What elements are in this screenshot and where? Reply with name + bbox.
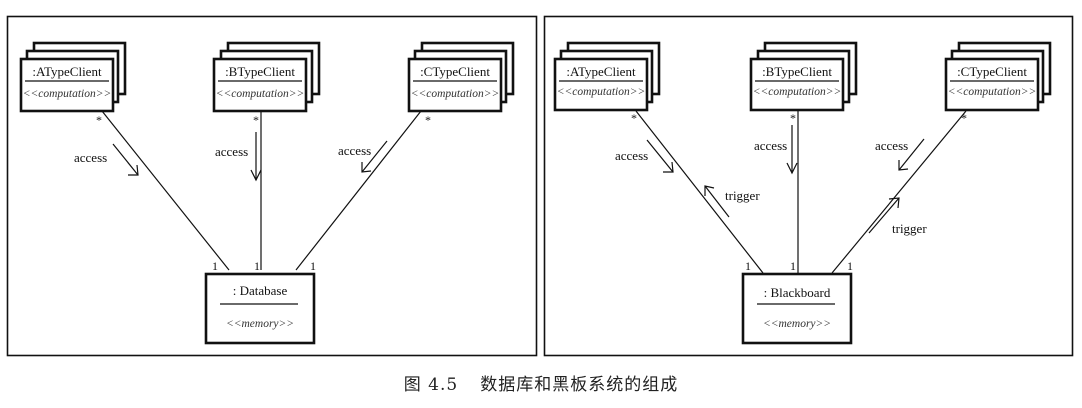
multiplicity-a: * — [631, 111, 637, 125]
client-box-c: :CTypeClient <<computation>> — [944, 41, 1052, 112]
store-multiplicity-a: 1 — [745, 259, 751, 273]
trigger-arrow-c — [868, 197, 900, 234]
client-stereotype: <<computation>> — [216, 88, 305, 100]
connector-c — [831, 110, 967, 274]
store-multiplicity-c: 1 — [847, 259, 853, 273]
client-box-a: :ATypeClient <<computation>> — [19, 41, 127, 113]
multiplicity-a: * — [96, 113, 102, 127]
connector-a — [635, 110, 764, 274]
access-label-a: access — [74, 150, 107, 165]
client-stereotype: <<computation>> — [753, 86, 842, 98]
client-name: :CTypeClient — [957, 64, 1027, 79]
client-box-a: :ATypeClient <<computation>> — [553, 41, 661, 112]
diagram-frame — [6, 15, 538, 357]
client-stereotype: <<computation>> — [948, 86, 1037, 98]
client-name: :ATypeClient — [32, 64, 102, 79]
client-name: :BTypeClient — [762, 64, 832, 79]
client-name: :CTypeClient — [420, 64, 490, 79]
connector-c — [295, 110, 422, 271]
figure-caption: 图 4.5 数据库和黑板系统的组成 — [0, 370, 1082, 395]
store-multiplicity-a: 1 — [212, 259, 218, 273]
connector-a — [101, 110, 230, 271]
access-arrow-b — [250, 132, 262, 182]
access-label-c: access — [338, 143, 371, 158]
figure-number: 图 4.5 — [403, 375, 459, 395]
access-label-b: access — [215, 144, 248, 159]
access-arrow-c — [361, 140, 388, 173]
access-arrow-a — [646, 139, 674, 173]
blackboard-diagram: access access access trigger trigger * *… — [543, 15, 1074, 357]
client-stereotype: <<computation>> — [23, 88, 112, 100]
access-arrow-c — [898, 138, 925, 171]
client-stereotype: <<computation>> — [411, 88, 500, 100]
access-label-b: access — [754, 138, 787, 153]
store-stereotype: <<memory>> — [763, 318, 831, 330]
trigger-label-c: trigger — [892, 221, 927, 236]
store-multiplicity-c: 1 — [310, 259, 316, 273]
database-box: : Database <<memory>> — [204, 272, 316, 345]
client-stereotype: <<computation>> — [557, 86, 646, 98]
multiplicity-b: * — [253, 113, 259, 127]
client-box-c: :CTypeClient <<computation>> — [407, 41, 515, 113]
store-stereotype: <<memory>> — [226, 318, 294, 330]
access-label-a: access — [615, 148, 648, 163]
figure-title: 数据库和黑板系统的组成 — [480, 375, 679, 395]
multiplicity-c: * — [961, 111, 967, 125]
access-label-c: access — [875, 138, 908, 153]
multiplicity-c: * — [425, 113, 431, 127]
database-diagram: access access access * * * 1 1 1 :ATypeC… — [6, 15, 538, 357]
client-name: :ATypeClient — [566, 64, 636, 79]
access-arrow-b — [786, 125, 798, 175]
access-arrow-a — [112, 143, 139, 176]
client-box-b: :BTypeClient <<computation>> — [749, 41, 858, 112]
store-name: : Blackboard — [764, 285, 831, 300]
blackboard-box: : Blackboard <<memory>> — [741, 272, 853, 345]
client-name: :BTypeClient — [225, 64, 295, 79]
store-multiplicity-b: 1 — [254, 259, 260, 273]
trigger-arrow-a — [704, 185, 730, 218]
store-name: : Database — [233, 283, 288, 298]
trigger-label-a: trigger — [725, 188, 760, 203]
diagram-frame — [543, 15, 1074, 357]
store-multiplicity-b: 1 — [790, 259, 796, 273]
client-box-b: :BTypeClient <<computation>> — [212, 41, 321, 113]
multiplicity-b: * — [790, 111, 796, 125]
